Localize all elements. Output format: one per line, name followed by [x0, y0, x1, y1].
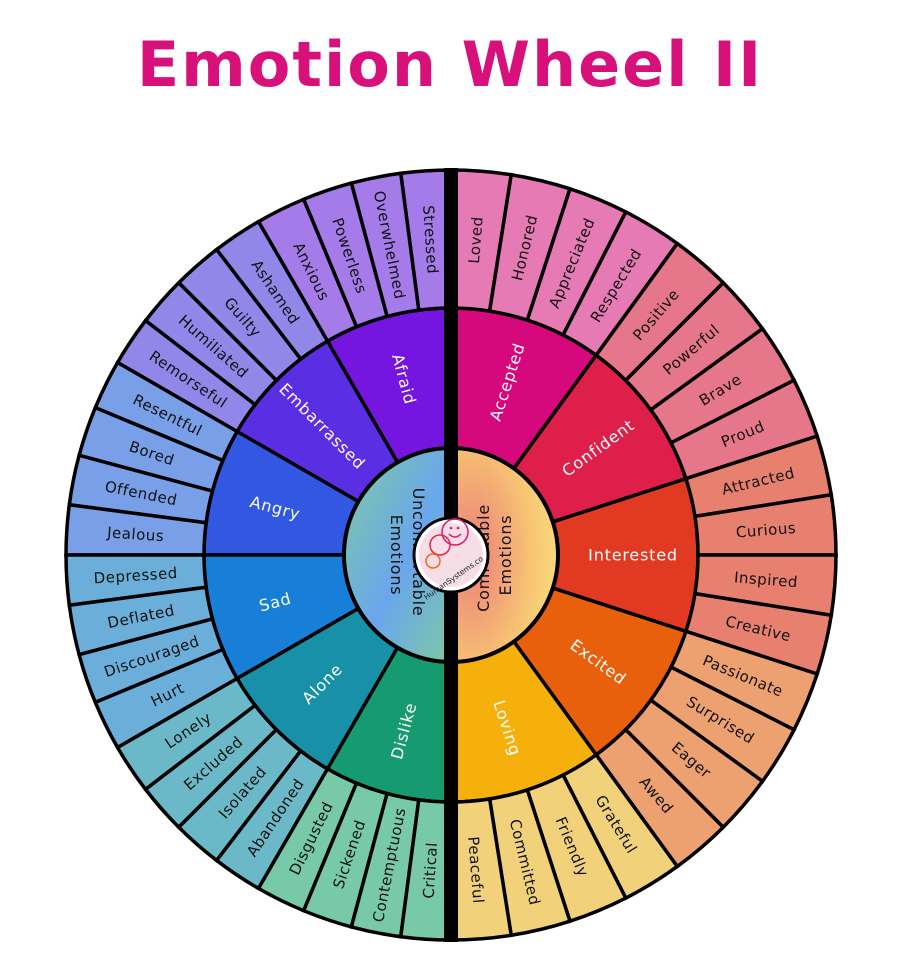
feeling-label: Peaceful	[464, 836, 487, 905]
feeling-contemptuous	[349, 791, 421, 939]
feeling-remorseful	[115, 318, 258, 434]
feeling-label: Depressed	[93, 564, 178, 587]
feeling-resentful	[93, 360, 240, 463]
feeling-guilty	[176, 247, 304, 383]
feeling-label: Curious	[735, 519, 797, 542]
feeling-label: Critical	[420, 842, 442, 900]
page-title: Emotion Wheel II	[136, 28, 764, 101]
feeling-isolated	[176, 727, 304, 863]
emotion-label: Interested	[588, 546, 678, 565]
feeling-sickened	[301, 780, 390, 930]
feeling-overwhelmed	[349, 171, 421, 319]
feeling-ashamed	[214, 219, 330, 362]
feeling-offended	[67, 453, 215, 525]
feeling-disgusted	[256, 766, 359, 913]
comfortable-label-line2: Emotions	[496, 515, 515, 596]
uncomfortable-label-line2: Emotions	[387, 515, 406, 596]
feeling-powerless	[301, 180, 390, 330]
feeling-abandoned	[214, 748, 330, 891]
feeling-excluded	[143, 702, 279, 830]
feeling-bored	[76, 405, 226, 494]
feeling-hurt	[93, 647, 240, 750]
comfortable-core	[449, 445, 560, 665]
feeling-depressed	[64, 553, 209, 608]
feeling-label: Stressed	[419, 205, 441, 275]
smiley-icon	[441, 518, 469, 546]
feeling-discouraged	[76, 616, 226, 705]
feeling-humiliated	[143, 280, 279, 408]
feeling-label: Inspired	[733, 568, 798, 591]
feeling-label: Jealous	[106, 523, 165, 545]
feeling-lonely	[115, 676, 258, 792]
feeling-deflated	[67, 585, 215, 657]
feeling-jealous	[64, 502, 209, 557]
feeling-anxious	[256, 197, 359, 344]
logo: HumanSystems.co	[412, 516, 490, 602]
feeling-label: Loved	[465, 216, 487, 265]
uncomfortable-core	[342, 445, 453, 665]
